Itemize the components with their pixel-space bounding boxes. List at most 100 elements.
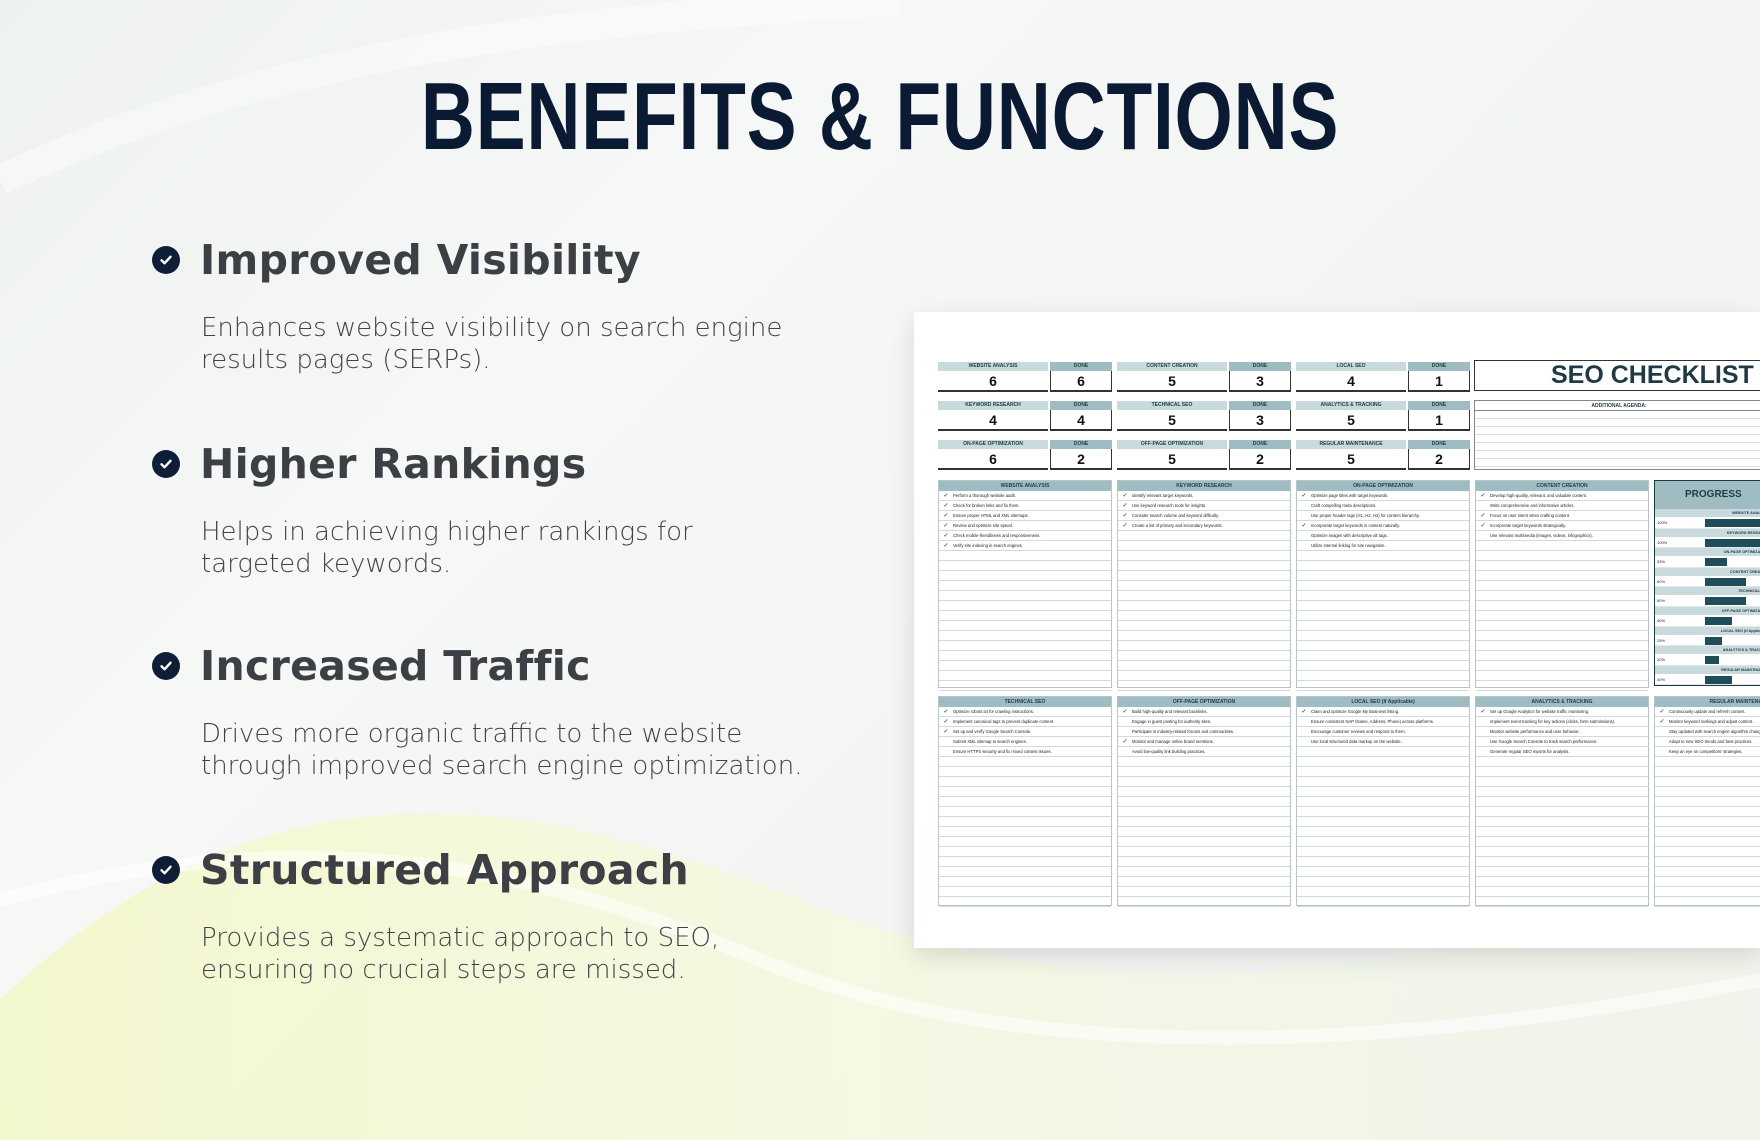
progress-panel: PROGRESS WEBSITE ANALYSIS100%KEYWORD RES… <box>1654 480 1760 686</box>
checkmark-icon: ✓ <box>943 523 949 529</box>
category-name: LOCAL SEO <box>1296 362 1406 371</box>
task-row: ✓Check for broken links and fix them. <box>939 501 1111 511</box>
checkmark-icon <box>1118 747 1132 756</box>
task-row <box>1118 671 1290 681</box>
progress-item-name: LOCAL SEO (If Applicable) <box>1655 626 1760 635</box>
task-text: Claim and optimize Google My Business li… <box>1311 709 1400 714</box>
benefit-description-line: through improved search engine optimizat… <box>201 751 803 781</box>
task-row <box>939 867 1111 877</box>
progress-item: WEBSITE ANALYSIS100% <box>1655 509 1760 529</box>
progress-percent: 60% <box>1657 578 1666 584</box>
task-row <box>1476 797 1648 807</box>
task-row <box>939 651 1111 661</box>
task-list: LOCAL SEO (If Applicable)✓Claim and opti… <box>1296 696 1470 907</box>
task-row <box>939 631 1111 641</box>
task-row: ✓Develop high-quality, relevant, and val… <box>1476 491 1648 501</box>
task-row <box>1297 827 1469 837</box>
category-name: REGULAR MAINTENANCE <box>1296 440 1406 449</box>
category-done: 1 <box>1408 371 1470 392</box>
progress-item-name: CONTENT CREATION <box>1655 567 1760 576</box>
task-row <box>1476 541 1648 551</box>
task-row <box>1655 757 1760 767</box>
task-list-header: KEYWORD RESEARCH <box>1118 481 1290 491</box>
task-row: ✓Consider search volume and keyword diff… <box>1118 511 1290 521</box>
task-text: Ensure proper HTML and XML sitemaps. <box>953 513 1029 518</box>
progress-item: CONTENT CREATION 60% <box>1655 567 1760 588</box>
task-row: ✓Perform a thorough website audit. <box>939 491 1111 501</box>
checkmark-icon: ✓ <box>1301 523 1307 529</box>
progress-item-name: WEBSITE ANALYSIS <box>1655 509 1760 517</box>
task-row: Ensure HTTPS security and fix mixed cont… <box>939 747 1111 757</box>
task-row <box>1118 651 1290 661</box>
task-row <box>939 837 1111 847</box>
benefit-description-line: Helps in achieving higher rankings for <box>201 517 693 547</box>
task-row <box>1297 581 1469 591</box>
task-row <box>1118 551 1290 561</box>
task-row <box>1118 601 1290 611</box>
task-row <box>939 887 1111 897</box>
task-list-header: LOCAL SEO (If Applicable) <box>1297 697 1469 707</box>
checkmark-icon <box>1655 727 1669 736</box>
task-text: Check mobile-friendliness and responsive… <box>953 533 1041 538</box>
task-row <box>1118 847 1290 857</box>
task-row <box>939 571 1111 581</box>
task-row: Engage in guest posting for authority si… <box>1118 717 1290 727</box>
done-label: DONE <box>1408 440 1470 449</box>
task-row <box>1297 787 1469 797</box>
task-list: KEYWORD RESEARCH✓Identify relevant targe… <box>1117 480 1291 691</box>
task-row: ✓Optimize robots.txt for crawling instru… <box>939 707 1111 717</box>
task-row <box>1118 611 1290 621</box>
task-row: ✓Implement canonical tags to prevent dup… <box>939 717 1111 727</box>
progress-item-name: ANALYTICS & TRACKING <box>1655 646 1760 655</box>
task-row: Submit XML sitemap to search engines. <box>939 737 1111 747</box>
task-row <box>1118 571 1290 581</box>
category-total: 5 <box>1117 410 1227 431</box>
task-row <box>1476 651 1648 661</box>
task-row: Participate in industry-related forums a… <box>1118 727 1290 737</box>
task-text: Optimize robots.txt for crawling instruc… <box>953 709 1034 714</box>
task-text: Review and optimize site speed. <box>953 523 1014 528</box>
checkmark-icon <box>1476 727 1490 736</box>
task-row <box>939 601 1111 611</box>
check-circle-icon <box>152 856 180 884</box>
task-row <box>1118 877 1290 887</box>
task-row <box>1476 621 1648 631</box>
task-list: ANALYTICS & TRACKING✓Set up Google Analy… <box>1475 696 1649 907</box>
task-text: Submit XML sitemap to search engines. <box>953 739 1027 744</box>
task-row <box>1297 857 1469 867</box>
checkmark-icon <box>1297 727 1311 736</box>
checkmark-icon: ✓ <box>943 513 949 519</box>
checkmark-icon: ✓ <box>1122 503 1128 509</box>
task-list-header: REGULAR MAINTENANCE <box>1655 697 1760 707</box>
task-row <box>1118 661 1290 671</box>
task-list-header: OFF-PAGE OPTIMIZATION <box>1118 697 1290 707</box>
task-row <box>1476 897 1648 907</box>
task-row <box>1476 887 1648 897</box>
progress-item-name: TECHNICAL SEO <box>1655 587 1760 596</box>
task-row <box>1476 641 1648 651</box>
task-row <box>1297 817 1469 827</box>
task-row <box>1297 847 1469 857</box>
task-row <box>1655 817 1760 827</box>
checkmark-icon <box>1476 747 1490 756</box>
task-row: Avoid low-quality link building practice… <box>1118 747 1290 757</box>
task-row <box>1655 827 1760 837</box>
done-label: DONE <box>1050 440 1112 449</box>
agenda-header: ADDITIONAL AGENDA: <box>1475 401 1760 411</box>
task-row <box>1476 631 1648 641</box>
task-text: Set up Google Analytics for website traf… <box>1490 709 1590 714</box>
check-circle-icon <box>152 450 180 478</box>
task-row <box>1297 591 1469 601</box>
task-row <box>1297 757 1469 767</box>
task-row <box>939 777 1111 787</box>
task-row <box>939 661 1111 671</box>
checkmark-icon <box>1297 511 1311 520</box>
task-row <box>1118 757 1290 767</box>
task-row <box>1118 887 1290 897</box>
task-list-header: ANALYTICS & TRACKING <box>1476 697 1648 707</box>
task-row: ✓Build high-quality and relevant backlin… <box>1118 707 1290 717</box>
